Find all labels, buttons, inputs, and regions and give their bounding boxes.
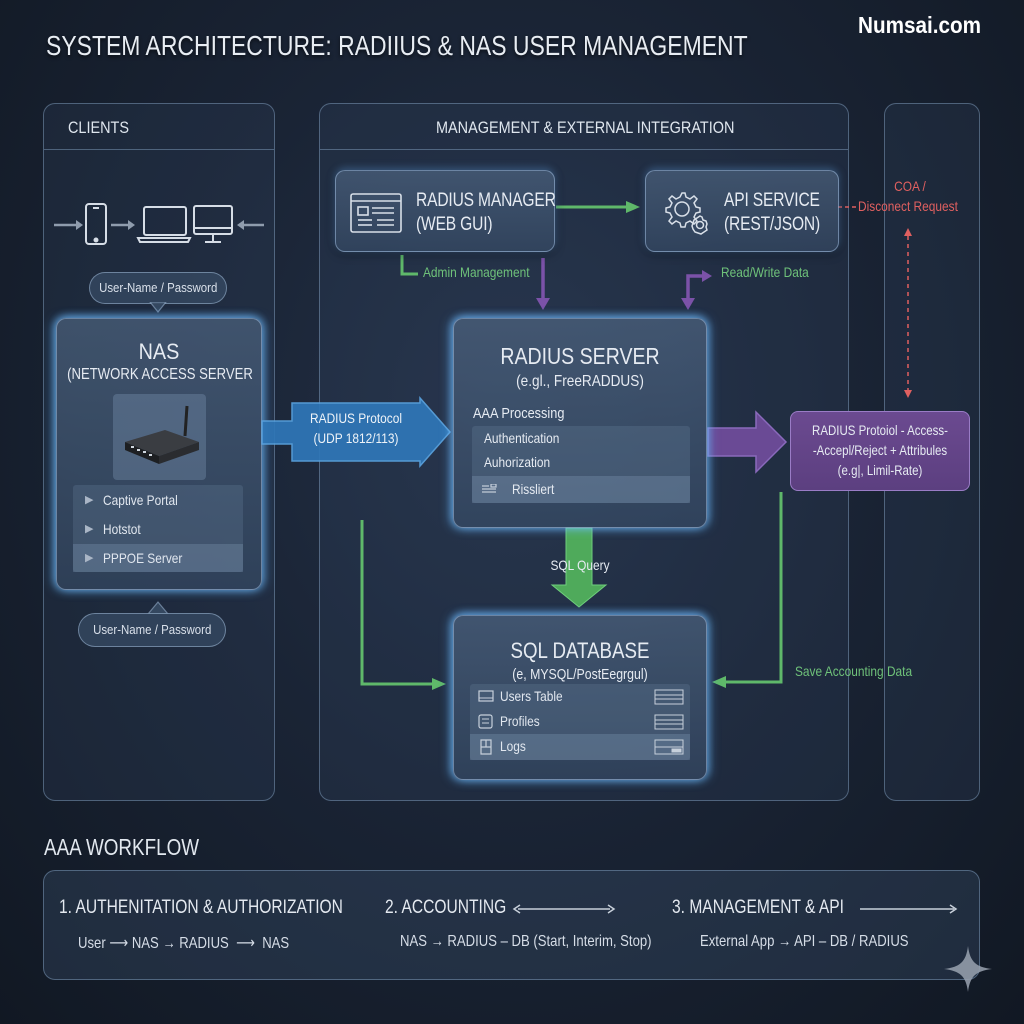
protocol-arrow-line1: RADIUS Protocol — [310, 410, 402, 426]
coa-label-line2: Disconect Request — [858, 198, 958, 214]
protocol-arrow-line2: (UDP 1812/113) — [313, 430, 399, 446]
api-service-line1: API SERVICE — [724, 190, 820, 211]
clients-title: CLIENTS — [68, 118, 130, 137]
workflow-title: AAA WORKFLOW — [44, 834, 200, 860]
triangle-right-icon: ▶ — [85, 523, 94, 535]
arrow-right-icon — [54, 220, 83, 230]
read-write-label: Read/Write Data — [721, 264, 809, 280]
laptop-icon — [136, 206, 192, 243]
client-devices — [54, 203, 264, 245]
workflow-step-1-flow: User ⟶ NAS → RADIUS ⟶ NAS — [78, 935, 290, 952]
radius-manager-line1: RADIUS MANAGER — [416, 190, 556, 211]
phone-icon — [85, 203, 107, 245]
radius-protocol-arrow — [261, 396, 452, 468]
radius-server-card[interactable]: RADIUS SERVER (e.gl., FreeRADDUS) AAA Pr… — [453, 318, 707, 528]
workflow-step-3-flow: External App → API – DB / RADIUS — [700, 933, 909, 950]
grid-icon — [654, 714, 684, 730]
profile-icon — [478, 714, 493, 729]
db-table-item[interactable]: Profiles — [470, 709, 690, 734]
arrow-left-icon — [237, 220, 264, 230]
nas-subtitle: (NETWORK ACCESS SERVER — [67, 366, 253, 383]
credentials-label-top: User-Name / Password — [89, 272, 227, 304]
arrow-api-radius — [681, 270, 712, 310]
coa-label-line1: COA / — [894, 178, 926, 194]
gears-icon — [665, 192, 708, 235]
pointer-down-icon — [149, 302, 167, 313]
grid-icon — [654, 689, 684, 705]
arrow-icon: → — [162, 935, 176, 952]
response-arrow — [707, 410, 788, 474]
triangle-right-icon: ▶ — [85, 494, 94, 506]
arrow-manager-to-api — [556, 201, 640, 213]
save-accounting-label: Save Accounting Data — [795, 663, 913, 679]
workflow-step-2-flow: NAS → RADIUS – DB (Start, Interim, Stop) — [400, 933, 652, 950]
desktop-icon — [193, 205, 233, 243]
arrow-save-accounting — [712, 492, 783, 688]
workflow-panel: 1. AUTHENITATION & AUTHORIZATION User ⟶ … — [43, 870, 980, 980]
router-image — [113, 394, 206, 480]
workflow-step-2-title: 2. ACCOUNTING — [385, 897, 507, 918]
sql-database-card[interactable]: SQL DATABASE (e, MYSQL/PostEegrgul) User… — [453, 615, 707, 780]
db-tables-list: Users Table Profiles Logs — [470, 684, 690, 760]
list-icon — [482, 484, 497, 493]
router-icon — [125, 405, 199, 464]
admin-management-label: Admin Management — [423, 264, 530, 280]
aaa-processing-label: AAA Processing — [473, 405, 565, 422]
api-service-card[interactable]: API SERVICE (REST/JSON) — [645, 170, 839, 252]
arrow-right-icon — [111, 220, 135, 230]
nas-service-item[interactable]: ▶PPPOE Server — [73, 544, 243, 572]
page-title: SYSTEM ARCHITECTURE: RADIIUS & NAS USER … — [46, 30, 748, 61]
nas-services-list: ▶Captive Portal ▶Hotstot ▶PPPOE Server — [73, 485, 243, 572]
bidirectional-arrow-icon — [512, 904, 616, 914]
table-icon — [478, 690, 494, 702]
coa-vertical-arrow — [904, 228, 912, 398]
radius-server-subtitle: (e.gl., FreeRADDUS) — [516, 373, 644, 390]
aaa-item-authorization: Auhorization — [484, 454, 551, 470]
sql-database-subtitle: (e, MYSQL/PostEegrgul) — [512, 666, 648, 683]
sql-query-label: SQL Query — [550, 557, 610, 573]
aaa-item-accounting: Rissliert — [472, 476, 690, 503]
aaa-item-authentication: Authentication — [484, 430, 560, 446]
db-table-item[interactable]: Logs — [470, 734, 690, 760]
aaa-items-list: Authentication Auhorization Rissliert — [472, 426, 690, 503]
log-icon — [480, 739, 492, 755]
triangle-right-icon: ▶ — [85, 552, 94, 564]
access-response-box: RADIUS Protoiol - Access- -Accepl/Reject… — [790, 411, 970, 491]
arrow-right-long-icon — [860, 904, 958, 914]
nas-card[interactable]: NAS (NETWORK ACCESS SERVER ▶Captive Port… — [56, 318, 262, 590]
arrow-to-database-left — [360, 520, 446, 690]
management-title: MANAGEMENT & EXTERNAL INTEGRATION — [436, 118, 735, 137]
grid-icon — [654, 739, 684, 755]
credentials-label-bottom: User-Name / Password — [78, 613, 226, 647]
brand-logo: Numsai.com — [858, 12, 982, 38]
sql-query-arrow — [550, 527, 608, 608]
long-arrow-icon: ⟶ — [232, 935, 259, 952]
radius-server-title: RADIUS SERVER — [500, 343, 660, 369]
workflow-step-3-title: 3. MANAGEMENT & API — [672, 897, 845, 918]
workflow-step-1-title: 1. AUTHENITATION & AUTHORIZATION — [59, 897, 343, 918]
arrow-manager-to-radius — [536, 258, 550, 310]
nas-service-item[interactable]: ▶Hotstot — [85, 521, 141, 537]
web-page-icon — [350, 193, 402, 233]
nas-title: NAS — [138, 339, 180, 364]
sparkle-icon — [944, 946, 992, 992]
radius-manager-line2: (WEB GUI) — [416, 214, 493, 235]
nas-service-item[interactable]: ▶Captive Portal — [85, 492, 178, 508]
api-service-line2: (REST/JSON) — [724, 214, 821, 235]
radius-manager-card[interactable]: RADIUS MANAGER (WEB GUI) — [335, 170, 556, 252]
admin-management-connector — [400, 255, 418, 276]
pointer-up-icon — [147, 601, 169, 614]
long-arrow-icon: ⟶ — [109, 935, 129, 952]
db-table-item[interactable]: Users Table — [470, 684, 690, 709]
sql-database-title: SQL DATABASE — [510, 638, 650, 663]
